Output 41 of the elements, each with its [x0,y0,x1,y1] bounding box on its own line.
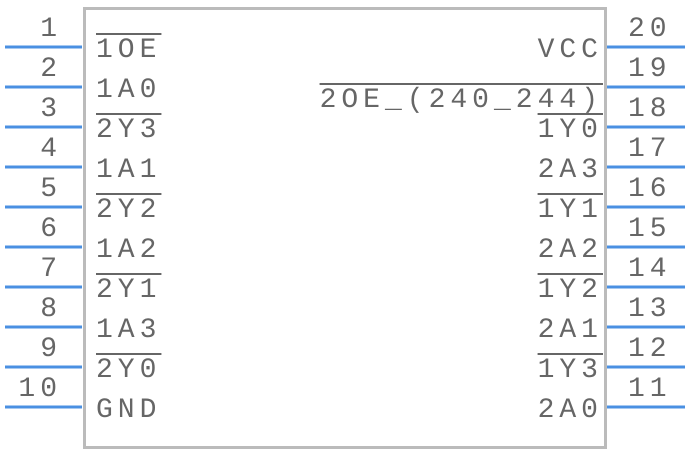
pin-number: 18 [628,96,672,124]
pin-name: 2Y2 [96,197,162,225]
pin-name: 1Y0 [538,117,603,145]
pin-name: 1OE [96,37,162,65]
pin-name: 1Y2 [538,277,603,305]
ic-body [83,7,607,449]
pin-number: 8 [40,296,62,324]
pin-number: 9 [40,336,62,364]
pin-number: 15 [628,216,672,244]
pin-number: 1 [40,16,62,44]
pin-name: 2Y1 [96,277,162,305]
pin-number: 4 [40,136,62,164]
pin-name: 2A3 [538,157,603,185]
pin-number: 6 [40,216,62,244]
pin-name: 2OE_(240_244) [320,87,603,115]
pin-number: 2 [40,56,62,84]
pin-name: 1A2 [96,237,162,265]
pin-number: 11 [628,376,672,404]
pin-number: 20 [628,16,672,44]
pin-name: 2A2 [538,237,603,265]
pin-number: 13 [628,296,672,324]
pin-name: 2A0 [538,397,603,425]
pin-name: 1A1 [96,157,162,185]
pin-number: 12 [628,336,672,364]
pin-name: 1A3 [96,317,162,345]
pin-number: 10 [18,376,62,404]
pin-name: GND [96,397,162,425]
pin-number: 16 [628,176,672,204]
pin-name: 1A0 [96,77,162,105]
pin-name: 1Y1 [538,197,603,225]
pin-name: 2Y3 [96,117,162,145]
pin-number: 17 [628,136,672,164]
pin-number: 3 [40,96,62,124]
pin-number: 19 [628,56,672,84]
pin-number: 7 [40,256,62,284]
pin-number: 14 [628,256,672,284]
pin-name: 1Y3 [538,357,603,385]
pin-name: VCC [538,37,603,65]
pin-number: 5 [40,176,62,204]
pin-name: 2Y0 [96,357,162,385]
pin-name: 2A1 [538,317,603,345]
